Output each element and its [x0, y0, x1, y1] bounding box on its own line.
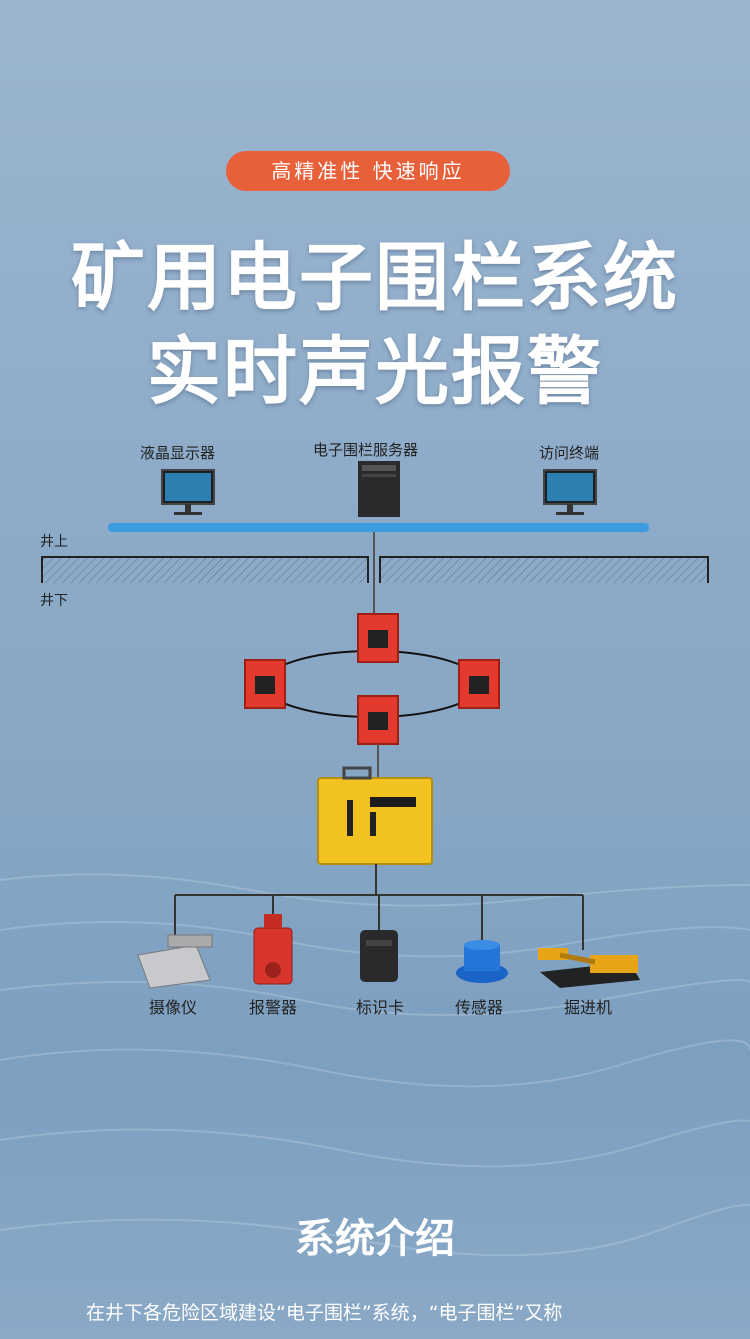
yellow-controller-box	[317, 766, 433, 865]
feature-badge: 高精准性 快速响应	[226, 151, 510, 191]
page-title-line-2: 实时声光报警	[147, 329, 603, 415]
section-title: 系统介绍	[295, 1216, 455, 1262]
camera-device-icon	[137, 934, 213, 989]
red-switch-top	[357, 613, 399, 663]
sensor-device-icon	[456, 940, 508, 983]
id-card-device-icon	[360, 930, 398, 982]
ground-layer-left	[41, 556, 709, 583]
access-terminal-monitor-icon	[543, 469, 597, 515]
device-label-sensor: 传感器	[454, 998, 503, 1017]
alarm-device-icon	[253, 914, 293, 985]
red-switch-right	[458, 659, 500, 709]
above-ground-label: 井上	[40, 534, 68, 550]
lcd-monitor-icon	[161, 469, 215, 515]
red-switch-bottom	[357, 695, 399, 745]
lcd-display-label: 液晶显示器	[140, 444, 216, 462]
red-switch-left	[244, 659, 286, 709]
device-label-alarm: 报警器	[248, 998, 297, 1017]
device-label-camera: 摄像仪	[148, 998, 197, 1017]
page-title-line-1: 矿用电子围栏系统	[71, 235, 679, 321]
intro-text: 在井下各危险区域建设“电子围栏”系统，“电子围栏”又称	[86, 1302, 563, 1324]
roadheader-device-icon	[538, 948, 640, 988]
server-tower-icon	[358, 461, 400, 517]
device-label-roadheader: 掘进机	[563, 998, 612, 1017]
network-bus-bar	[108, 523, 649, 532]
access-terminal-label: 访问终端	[539, 444, 600, 462]
below-ground-label: 井下	[40, 593, 68, 609]
server-label: 电子围栏服务器	[313, 441, 419, 459]
device-label-id-card: 标识卡	[355, 998, 404, 1017]
